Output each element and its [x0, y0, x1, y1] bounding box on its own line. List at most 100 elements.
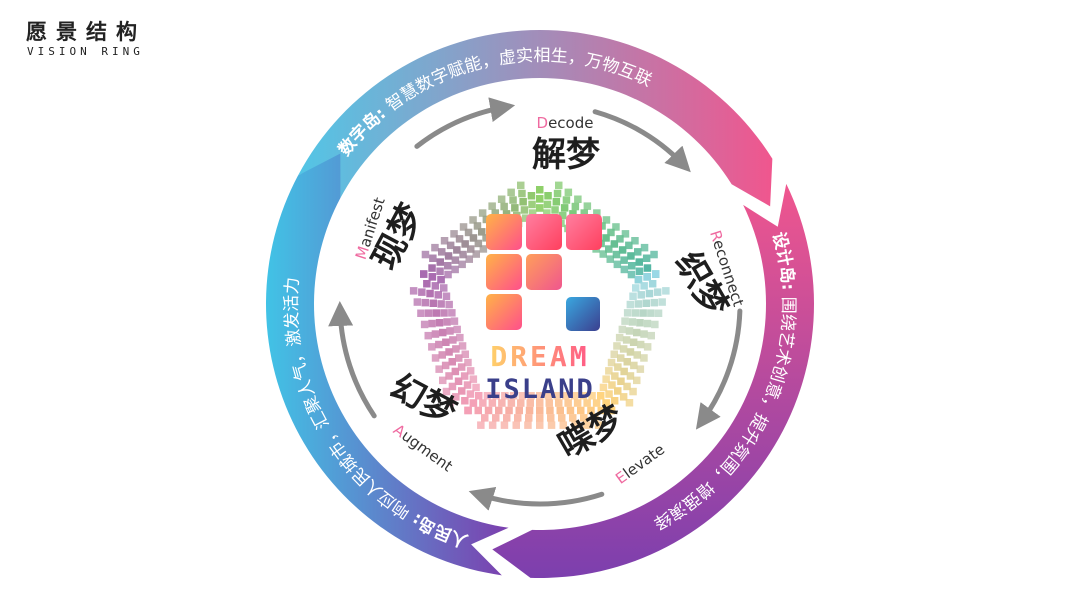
pixel-cell: [640, 243, 649, 252]
pixel-cell: [517, 181, 525, 190]
pixel-cell: [526, 399, 534, 407]
pixel-cell: [633, 351, 641, 359]
pixel-cell: [547, 414, 555, 422]
pixel-cell: [492, 414, 500, 422]
cycle-arrow-4: [468, 486, 605, 511]
pixel-cell: [566, 406, 575, 415]
pixel-cell: [619, 393, 628, 401]
pixel-cell: [536, 186, 544, 194]
pixel-cell: [605, 390, 613, 398]
stage-cn-label-1: 解梦: [532, 135, 600, 175]
pixel-cell: [500, 421, 509, 429]
pixel-cell: [446, 241, 455, 250]
pixel-cell: [654, 309, 663, 317]
pixel-cell: [434, 291, 442, 299]
pixel-cell: [429, 254, 437, 262]
pixel-cell: [558, 414, 566, 422]
pixel-cell: [634, 275, 643, 284]
pixel-cell: [528, 209, 537, 217]
pixel-cell: [602, 234, 610, 242]
pixel-cell: [628, 262, 636, 270]
pixel-cell: [643, 264, 652, 272]
pixel-cell: [593, 209, 601, 217]
pixel-cell: [553, 392, 561, 400]
pixel-cell: [629, 338, 638, 346]
pixel-cell: [446, 399, 454, 407]
pixel-cell: [608, 381, 616, 389]
pixel-cell: [518, 392, 527, 400]
page-subtitle: VISION RING: [27, 45, 144, 58]
pixel-cell: [507, 188, 515, 197]
pixel-cell: [488, 399, 497, 407]
pixel-cell: [453, 246, 461, 254]
pixel-cell: [606, 255, 614, 263]
pixel-cell: [580, 414, 588, 422]
pixel-cell: [448, 309, 456, 317]
pixel-cell: [519, 198, 527, 206]
pixel-cell: [444, 262, 452, 270]
pixel-cell: [544, 192, 552, 200]
pixel-cell: [413, 298, 422, 306]
pixel-cell: [453, 325, 461, 334]
logo-block-7: [566, 297, 600, 331]
pixel-cell: [491, 209, 499, 217]
pixel-cell: [574, 195, 582, 203]
pixel-cell: [615, 333, 624, 342]
pixel-cell: [451, 367, 460, 376]
pixel-cell: [518, 189, 526, 198]
pixel-cell: [429, 299, 437, 307]
pixel-cell: [642, 254, 651, 262]
pixel-cell: [543, 209, 551, 217]
pixel-cell: [450, 317, 459, 325]
pixel-cell: [459, 223, 468, 231]
pixel-cell: [643, 319, 652, 328]
pixel-cell: [431, 354, 440, 362]
cycle-arrow-3: [695, 308, 743, 430]
cycle-arrow-5: [328, 300, 377, 419]
pixel-cell: [469, 375, 478, 383]
pixel-cell: [569, 210, 577, 218]
pixel-cell: [473, 222, 482, 230]
pixel-cell: [478, 209, 487, 217]
pixel-cell: [621, 230, 630, 238]
pixel-cell: [636, 340, 645, 349]
pixel-cell: [461, 240, 469, 248]
stage-en-label-1: Decode: [537, 114, 594, 132]
pixel-cell: [435, 365, 443, 373]
pixel-cell: [463, 381, 472, 389]
pixel-cell: [627, 270, 636, 279]
pixel-cell: [536, 421, 544, 429]
pixel-cell: [618, 246, 627, 254]
pixel-cell: [628, 318, 637, 326]
pixel-cell: [442, 387, 451, 396]
pixel-cell: [441, 361, 450, 370]
pixel-cell: [452, 345, 460, 353]
pixel-cell: [623, 358, 631, 366]
pixel-cell: [440, 309, 448, 317]
pixel-cell: [579, 392, 588, 400]
ring-segment-3: [266, 153, 509, 576]
pixel-cell: [536, 414, 544, 422]
pixel-cell: [454, 377, 463, 385]
pixel-cell: [464, 228, 473, 237]
pixel-cell: [509, 392, 518, 400]
pixel-cell: [552, 198, 561, 206]
pixel-cell: [592, 399, 601, 407]
pixel-cell: [507, 399, 516, 407]
pixel-cell: [438, 248, 446, 256]
pixel-cell: [464, 406, 472, 415]
pixel-cell: [521, 214, 530, 222]
pixel-cell: [428, 319, 436, 328]
pixel-cell: [451, 265, 459, 274]
pixel-cell: [643, 343, 652, 351]
pixel-cell: [502, 210, 511, 218]
logo-block-3: [566, 214, 602, 250]
pixel-cell: [456, 333, 464, 342]
pixel-cell: [467, 245, 475, 253]
pixel-cell: [448, 358, 456, 366]
pixel-cell: [512, 421, 520, 429]
pixel-cell: [643, 273, 651, 281]
ring-label-1: 数字岛: 智慧数字赋能，虚实相生，万物互联: [334, 46, 655, 160]
pixel-cell: [488, 421, 497, 429]
